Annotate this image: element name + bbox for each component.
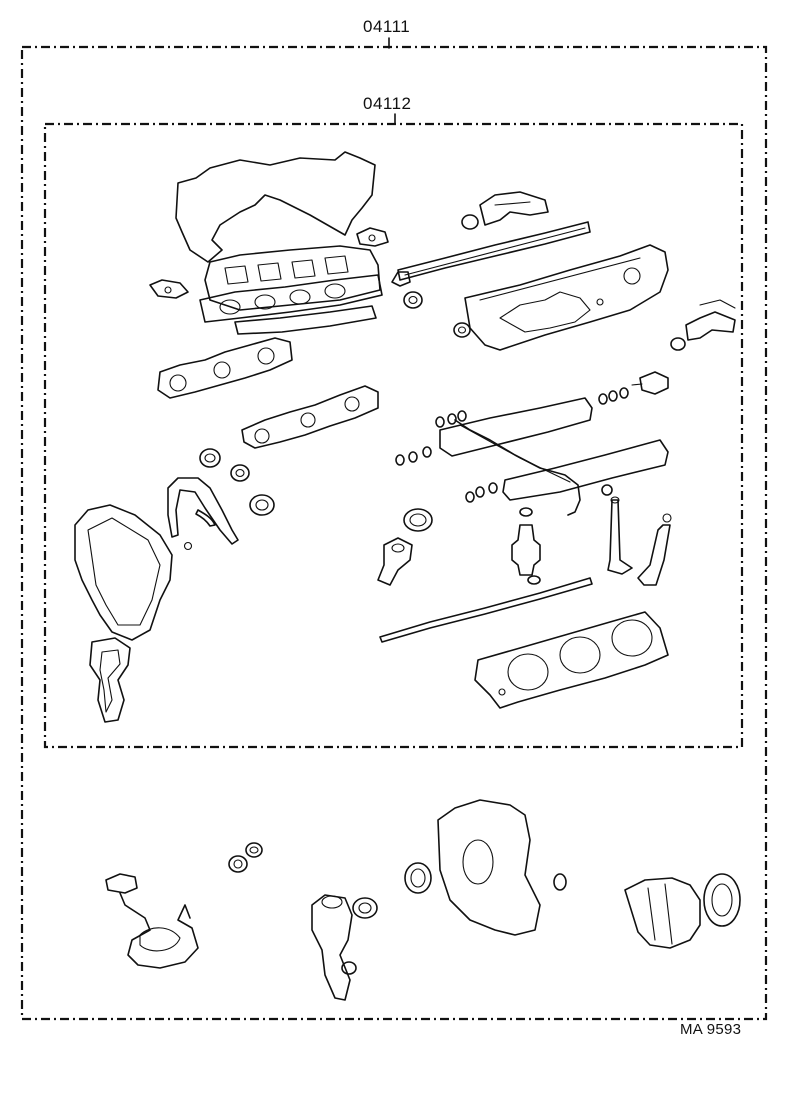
timing-belt-guide-gasket [167, 477, 239, 545]
timing-cover-gasket [74, 504, 173, 641]
intake-valve [607, 496, 633, 575]
camshaft-oil-seal-1 [199, 448, 221, 468]
small-plug-seal [183, 541, 193, 551]
cylinder-head-strip-gasket [379, 577, 593, 643]
oil-pan-plug-washer [245, 842, 263, 858]
water-pump-gasket [89, 637, 131, 723]
exhaust-manifold-gasket-right [241, 385, 379, 449]
rear-oil-seal-retainer [437, 799, 541, 936]
bypass-o-ring [670, 337, 686, 351]
egr-gasket [149, 279, 189, 299]
air-intake-connector [377, 537, 413, 586]
crankshaft-rear-oil-seal [404, 862, 432, 894]
water-outlet-o-ring [461, 214, 479, 230]
transmission-oil-seal-housing [624, 877, 701, 949]
retainer-o-ring [553, 873, 567, 891]
oil-filler-o-ring [352, 897, 378, 919]
intake-manifold-gasket [199, 274, 383, 335]
crankshaft-front-oil-seal [249, 494, 275, 516]
water-outlet-pipe [479, 191, 549, 226]
fuel-pressure-regulator [631, 371, 669, 395]
oil-strainer-gasket [105, 873, 199, 969]
camshaft-oil-seal-2 [230, 464, 250, 482]
outer-kit-part-number: 04111 [363, 17, 411, 36]
oil-pan-drain-plug-gasket [228, 855, 248, 873]
oil-filler-pipe [311, 894, 353, 1001]
transmission-oil-seal [703, 873, 741, 927]
injector-o-rings-upper [435, 387, 629, 428]
cover-grommet [453, 322, 471, 338]
oil-dipstick-o-ring [341, 961, 357, 975]
diagram-reference-code: MA 9593 [680, 1021, 742, 1038]
small-seal-crescent [195, 509, 216, 527]
fuel-injector [511, 507, 541, 585]
spark-plug-tube-gasket [403, 291, 423, 309]
fuel-crossover-pipe [454, 419, 581, 516]
throttle-body-gasket [356, 227, 389, 247]
exhaust-manifold-gasket-left [157, 337, 293, 399]
inner-kit-part-number: 04112 [363, 94, 412, 113]
fuel-delivery-pipe-lower [502, 439, 669, 501]
intake-manifold [175, 151, 381, 311]
injector-o-rings-lower [395, 446, 613, 503]
cylinder-head-gasket [474, 611, 669, 709]
fuel-delivery-pipe-upper [439, 397, 593, 457]
cylinder-head-cover [464, 244, 669, 351]
bypass-pipe-right [685, 299, 736, 341]
head-cover-gasket-strip [397, 221, 591, 281]
inner-kit-frame [43, 113, 744, 749]
outer-kit-frame [20, 37, 768, 1021]
exhaust-valve [637, 513, 672, 586]
throttle-body-o-ring [403, 508, 433, 532]
head-cover-end-seal [391, 271, 411, 287]
